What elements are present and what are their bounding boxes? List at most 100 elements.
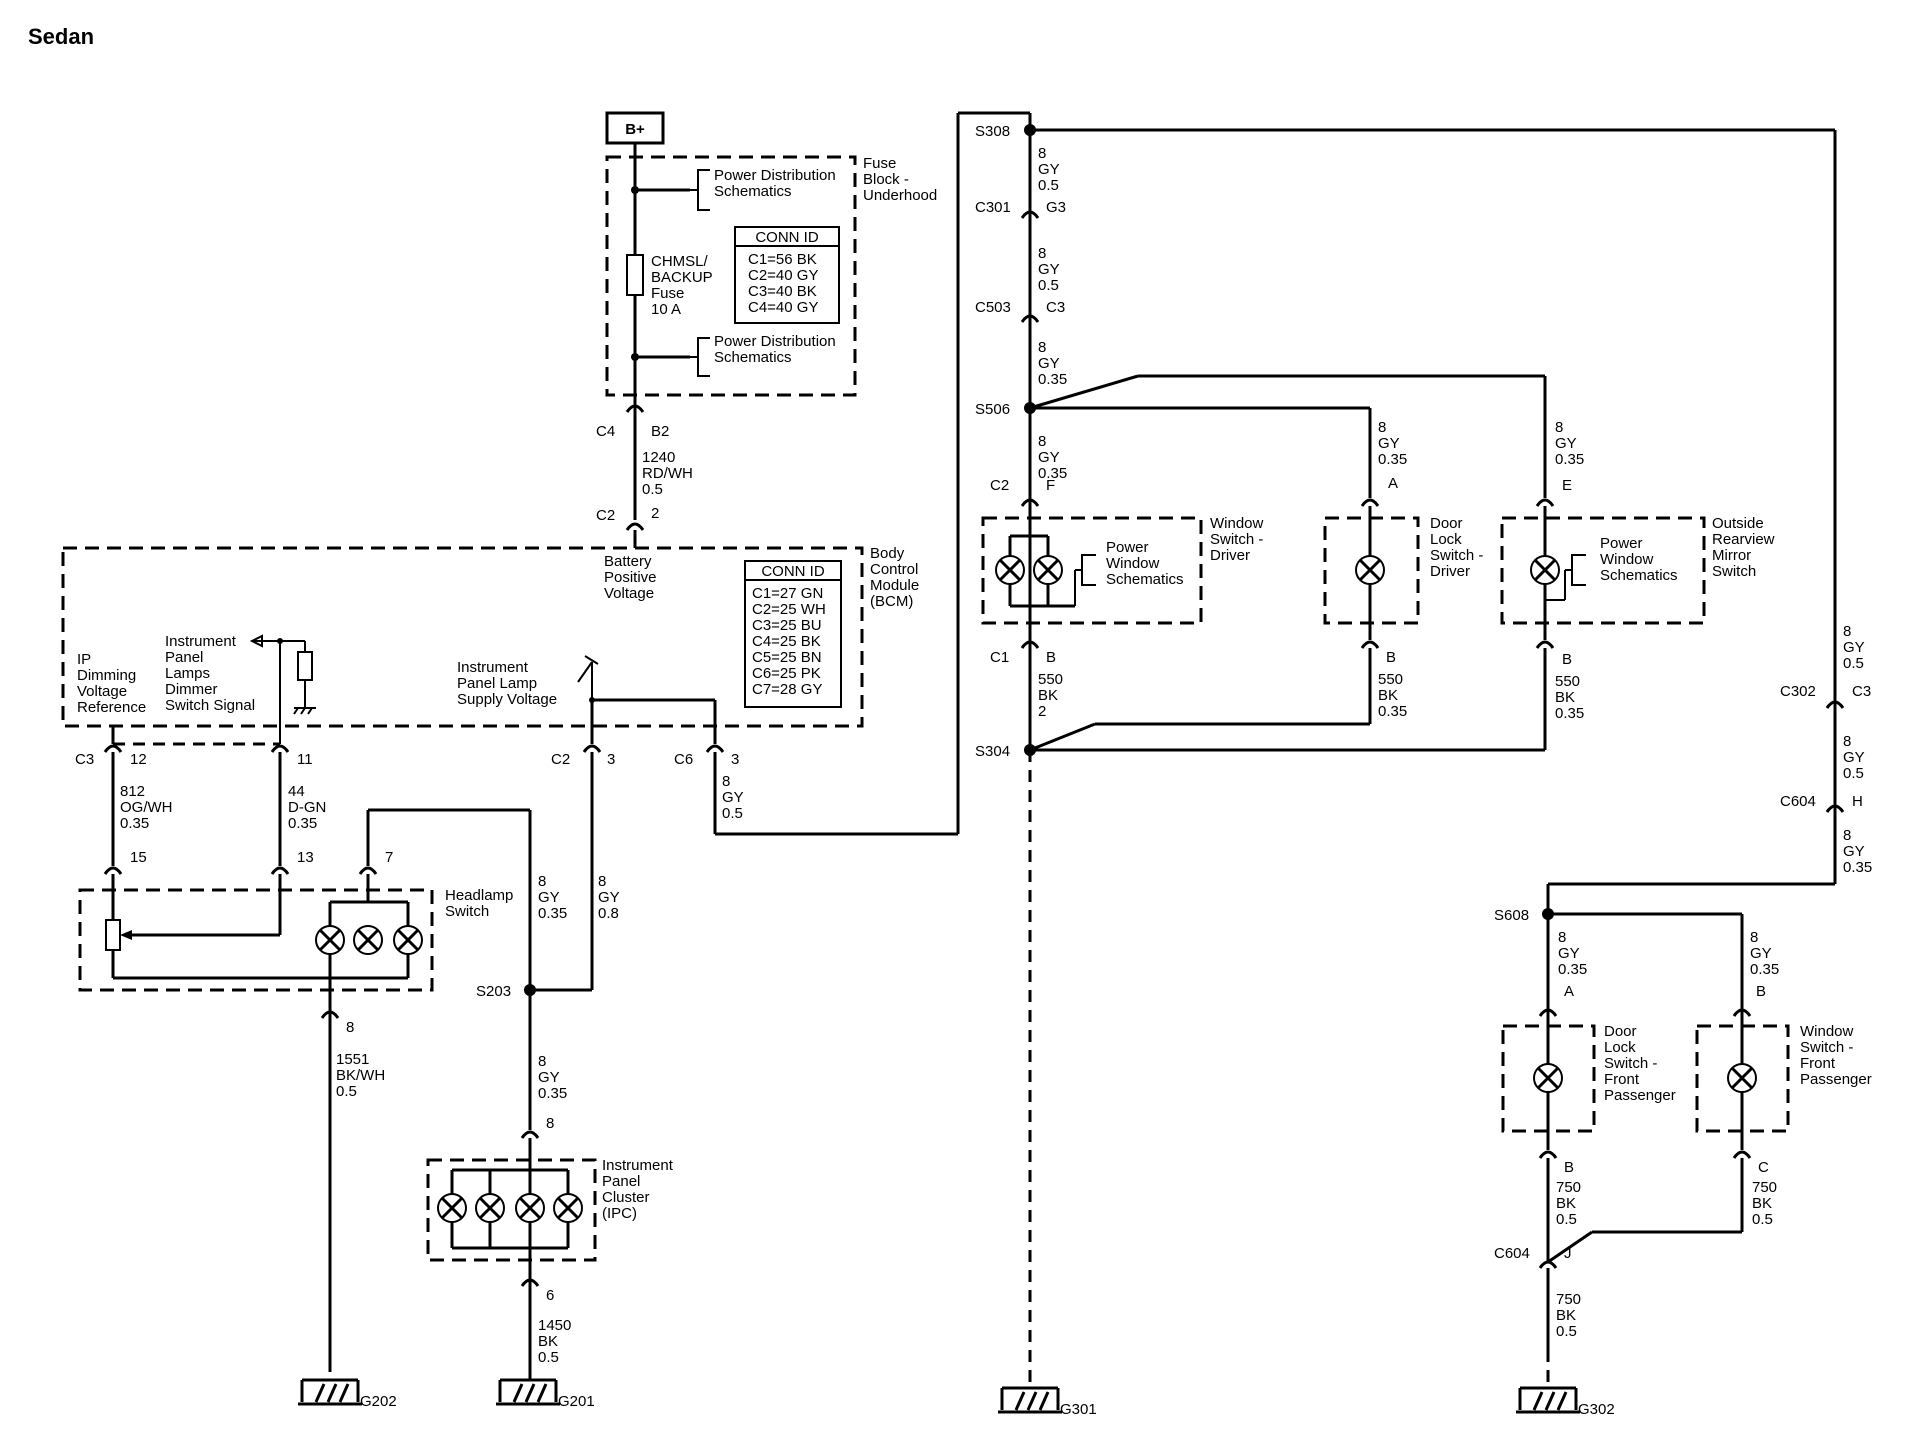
svg-text:0.5: 0.5 [1556,1323,1577,1340]
battery-positive-label: Battery Positive Voltage [604,553,657,602]
svg-text:0.35: 0.35 [1378,451,1407,468]
bcm-box [61,546,864,728]
wire-s308-label: 8 GY 0.5 [1038,145,1060,194]
mirror-b-label: B [1562,651,1572,668]
svg-text:C5=25 BN: C5=25 BN [752,649,822,666]
h-label: H [1852,793,1863,810]
c2-top-pin: 2 [651,505,659,522]
svg-text:2: 2 [1038,703,1046,720]
svg-text:8: 8 [1558,929,1566,946]
ground-icon [496,1378,560,1406]
wire-750c-label: 750 BK 0.5 [1556,1291,1581,1340]
svg-text:Switch -: Switch - [1604,1055,1657,1072]
bcm-conn-id-table: CONN ID C1=27 GN C2=25 WH C3=25 BU C4=25… [744,560,842,708]
svg-text:OG/WH: OG/WH [120,799,173,816]
c302-label: C302 [1780,683,1816,700]
svg-text:8: 8 [598,873,606,890]
svg-text:Outside: Outside [1712,515,1764,532]
fuse-conn-id-table: CONN ID C1=56 BK C2=40 GY C3=40 BK C4=40… [734,226,840,324]
wire-1551-label: 1551 BK/WH 0.5 [336,1051,385,1100]
pin-8-ipc: 8 [546,1115,554,1132]
svg-text:Switch -: Switch - [1210,531,1263,548]
fp-bottom-b-label: B [1564,1159,1574,1176]
wire-s608-b-label: 8 GY 0.35 [1750,929,1779,978]
svg-text:Power Distribution: Power Distribution [714,333,836,350]
dimmer-signal-label: Instrument Panel Lamps Dimmer Switch Sig… [165,633,255,714]
svg-text:Switch: Switch [445,903,489,920]
wire-8-035-label: 8 GY 0.35 [538,873,567,922]
svg-text:CONN ID: CONN ID [761,563,825,580]
svg-text:0.5: 0.5 [1843,655,1864,672]
c503-connector [1020,314,1040,323]
svg-text:0.5: 0.5 [1038,177,1059,194]
pds-bottom-label: Power Distribution Schematics [714,333,836,366]
svg-text:Window: Window [1210,515,1264,532]
svg-text:8: 8 [538,873,546,890]
svg-text:0.35: 0.35 [1555,451,1584,468]
wire-44-label: 44 D-GN 0.35 [288,783,326,832]
c6-label: C6 [674,751,693,768]
svg-text:550: 550 [1555,673,1580,690]
door-lock-bulb-icon [1355,555,1385,585]
c2-ws-label: C2 [990,477,1009,494]
svg-text:Instrument: Instrument [457,659,529,676]
pds-top-label: Power Distribution Schematics [714,167,836,200]
s308-label: S308 [975,123,1010,140]
c3-label: C3 [75,751,94,768]
svg-text:Block -: Block - [863,171,909,188]
c604-bottom-label: C604 [1494,1245,1530,1262]
ip-dimming-label: IP Dimming Voltage Reference [77,651,146,716]
window-fp-label: Window Switch - Front Passenger [1800,1023,1872,1088]
ground-icon [998,1386,1062,1414]
svg-text:0.5: 0.5 [722,805,743,822]
svg-text:8: 8 [1038,433,1046,450]
ipc-box [426,1158,597,1262]
svg-text:BK: BK [1038,687,1058,704]
svg-text:8: 8 [722,773,730,790]
svg-text:Front: Front [1604,1071,1640,1088]
svg-text:Door: Door [1604,1023,1637,1040]
lamp-supply-label: Instrument Panel Lamp Supply Voltage [457,659,557,708]
svg-text:GY: GY [1843,749,1865,766]
svg-text:0.8: 0.8 [598,905,619,922]
window-switch-bulb-icon [1033,555,1063,585]
door-lock-fp-bulb-icon [1533,1063,1563,1093]
svg-text:C2=25 WH: C2=25 WH [752,601,826,618]
c503-label: C503 [975,299,1011,316]
wire-812-label: 812 OG/WH 0.35 [120,783,173,832]
svg-text:C6=25 PK: C6=25 PK [752,665,821,682]
svg-text:C4=25 BK: C4=25 BK [752,633,821,650]
svg-text:BK: BK [1556,1195,1576,1212]
svg-text:0.5: 0.5 [1752,1211,1773,1228]
svg-text:8: 8 [1555,419,1563,436]
svg-text:8: 8 [1038,339,1046,356]
c503-c3-label: C3 [1046,299,1065,316]
svg-text:0.5: 0.5 [538,1349,559,1366]
headlamp-bulb-icon [353,925,383,955]
svg-text:BK: BK [1752,1195,1772,1212]
svg-text:Switch Signal: Switch Signal [165,697,255,714]
svg-text:D-GN: D-GN [288,799,326,816]
fp-b-label: B [1756,983,1766,1000]
svg-text:C2=40 GY: C2=40 GY [748,267,818,284]
wire-8-08-label: 8 GY 0.8 [598,873,620,922]
c302-connector [1825,700,1845,709]
g302-label: G302 [1578,1401,1615,1418]
svg-text:1240: 1240 [642,449,675,466]
svg-text:BK/WH: BK/WH [336,1067,385,1084]
svg-text:Cluster: Cluster [602,1189,650,1206]
svg-text:GY: GY [722,789,744,806]
c604-bottom-connector [1538,1260,1558,1269]
c301-connector [1020,210,1040,219]
svg-text:GY: GY [1843,843,1865,860]
svg-text:Schematics: Schematics [714,349,792,366]
c302-c3-label: C3 [1852,683,1871,700]
pw-schematics-2-label: Power Window Schematics [1600,535,1678,584]
ws-b-label: B [1046,649,1056,666]
fuse-block-label: Fuse Block - Underhood [863,155,937,204]
svg-text:0.35: 0.35 [1038,465,1067,482]
c604-top-label: C604 [1780,793,1816,810]
window-switch-driver-label: Window Switch - Driver [1210,515,1264,564]
svg-text:8: 8 [1038,145,1046,162]
chassis-ground-icon [293,707,316,715]
